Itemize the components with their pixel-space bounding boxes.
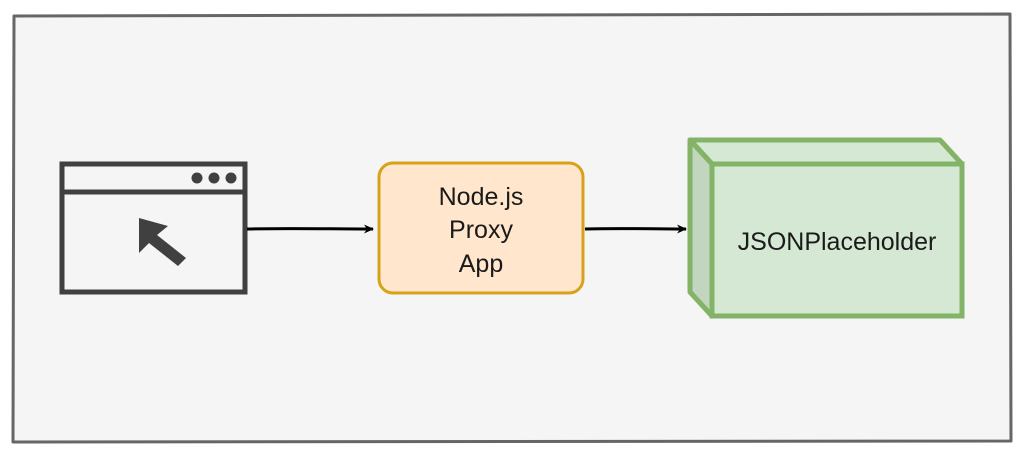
browser-window-cursor-icon xyxy=(59,161,248,295)
node-proxy: Node.js Proxy App xyxy=(377,161,585,295)
api-label: JSONPlaceholder xyxy=(738,228,937,256)
cursor-icon xyxy=(139,218,186,266)
proxy-label-line-3: App xyxy=(459,250,503,278)
node-api: JSONPlaceholder xyxy=(687,137,965,319)
proxy-label-line-1: Node.js xyxy=(439,183,524,211)
api-box-front-face xyxy=(709,161,965,319)
api-box-top-face xyxy=(687,137,965,167)
api-box-side-face xyxy=(687,137,715,319)
proxy-label-line-2: Proxy xyxy=(449,216,513,244)
